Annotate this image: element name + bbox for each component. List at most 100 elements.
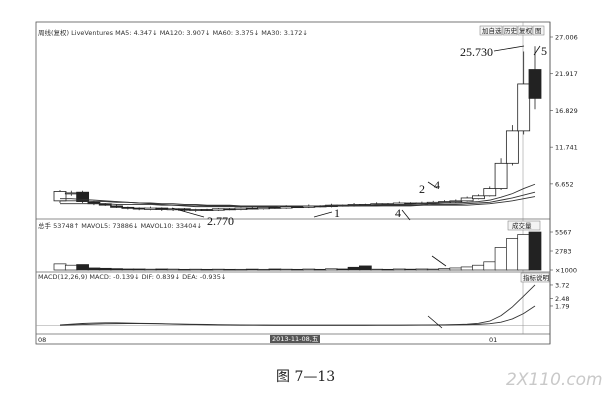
volume-bar xyxy=(155,268,169,271)
macd-line-dea xyxy=(59,305,536,326)
history-button[interactable] xyxy=(502,25,518,36)
arrow-point-5 xyxy=(533,45,541,56)
chart-frame xyxy=(35,21,551,345)
volume-bar xyxy=(87,267,101,271)
annotation-point-4b: 4 xyxy=(395,206,401,220)
candle-body xyxy=(460,197,474,202)
watermark: 2X110.com xyxy=(506,370,603,390)
candle-body xyxy=(234,207,248,210)
arrow-volume-surge xyxy=(431,255,447,267)
volume-legend: 总手 53748↑ MAVOL5: 73886↓ MAVOL10: 33404↓ xyxy=(38,221,202,230)
volume-bar xyxy=(200,268,214,271)
macd-tick-label: 3.72 xyxy=(555,281,569,289)
candle-body xyxy=(517,83,531,132)
volume-bar xyxy=(438,268,451,271)
candle-body xyxy=(121,206,135,209)
annotation-price-low: 2.770 xyxy=(207,214,234,228)
volume-bar xyxy=(64,264,78,271)
volume-bar xyxy=(483,261,497,271)
volume-bar xyxy=(347,266,361,271)
toolbar: 加自选 历史 复权 图 xyxy=(479,25,545,36)
price-tick-label: 21.917 xyxy=(555,70,578,78)
candle-body xyxy=(257,206,270,210)
volume-bar xyxy=(325,268,338,271)
volume-bar xyxy=(234,268,248,271)
candle-body xyxy=(449,200,463,203)
volume-bar xyxy=(166,268,180,271)
candle-body xyxy=(528,69,542,99)
adjust-button[interactable] xyxy=(517,25,533,36)
volume-bar xyxy=(506,238,519,271)
volume-selector-label: 成交量 xyxy=(512,221,532,230)
candle-body xyxy=(200,209,214,211)
volume-bar xyxy=(121,268,135,271)
volume-bar xyxy=(178,268,191,271)
candle-body xyxy=(144,207,157,210)
candle-body xyxy=(211,208,225,211)
candle-body xyxy=(505,130,519,164)
volume-bar xyxy=(279,268,293,271)
add-watchlist-button[interactable] xyxy=(479,25,503,36)
volume-tick-label: 5567 xyxy=(555,229,572,237)
macd-legend: MACD(12,26,9) MACD: -0.139↓ DIF: 0.839↓ … xyxy=(38,273,226,281)
price-panel xyxy=(53,46,542,212)
candle-body xyxy=(438,201,451,203)
candle-body xyxy=(64,192,78,195)
volume-panel xyxy=(53,231,542,271)
volume-bar xyxy=(392,268,406,271)
date-marker-label: 2013-11-08,五 xyxy=(272,335,319,343)
candle-body xyxy=(494,162,508,189)
volume-bar xyxy=(336,268,350,271)
macd-tick-label: 1.79 xyxy=(555,302,569,310)
candle-body xyxy=(291,206,304,209)
annotation-point-4a: 4 xyxy=(434,178,440,192)
candle-body xyxy=(155,207,169,210)
macd-panel xyxy=(36,284,550,326)
annotation-price-high: 25.730 xyxy=(460,45,493,59)
annotation-point-5: 5 xyxy=(541,44,547,58)
volume-bar xyxy=(98,267,112,271)
volume-bar xyxy=(132,268,146,271)
candle-body xyxy=(76,191,90,202)
volume-bar xyxy=(268,268,282,271)
arrow-price-low xyxy=(171,207,205,218)
volume-bar xyxy=(211,268,225,271)
x-axis-year-label: 01 xyxy=(489,336,497,344)
volume-bar xyxy=(110,268,123,271)
volume-selector-button[interactable] xyxy=(507,220,541,231)
indicator-help-button[interactable] xyxy=(520,272,550,283)
volume-bar xyxy=(449,267,463,271)
volume-bar xyxy=(245,268,259,271)
indicator-help-label: 指标说明 xyxy=(523,273,550,282)
history-label: 历史 xyxy=(504,26,518,35)
date-marker-box xyxy=(270,335,320,343)
chart-label: 图 xyxy=(535,27,542,35)
volume-bar xyxy=(223,268,236,271)
figure-caption: 图 7—13 xyxy=(276,369,335,385)
x-axis-left-label: 08 xyxy=(38,336,46,344)
annotation-point-1: 1 xyxy=(334,206,340,220)
candle-body xyxy=(223,208,237,211)
candle-body xyxy=(483,188,497,197)
price-tick-label: 11.741 xyxy=(555,144,578,152)
candle-body xyxy=(189,209,203,211)
price-tick-label: 27.006 xyxy=(555,34,578,42)
main-legend: 周线(复权) LiveVentures MA5: 4.347↓ MA120: 3… xyxy=(38,28,308,37)
volume-bar xyxy=(291,268,304,271)
candle-body xyxy=(279,206,293,209)
chart-button[interactable] xyxy=(532,25,545,36)
volume-bar xyxy=(257,268,270,271)
ma-line-1 xyxy=(60,183,536,208)
macd-axis-ticks: 3.722.481.79 xyxy=(550,281,569,310)
volume-bar xyxy=(359,265,372,271)
volume-bar xyxy=(494,247,508,271)
volume-bar xyxy=(415,268,429,271)
moving-average-lines xyxy=(60,183,536,208)
volume-bar xyxy=(76,264,89,271)
volume-bar xyxy=(189,268,203,271)
arrow-point-1 xyxy=(313,211,333,218)
volume-bar xyxy=(313,268,327,271)
price-tick-label: 16.829 xyxy=(555,107,578,115)
volume-bar xyxy=(517,234,531,271)
